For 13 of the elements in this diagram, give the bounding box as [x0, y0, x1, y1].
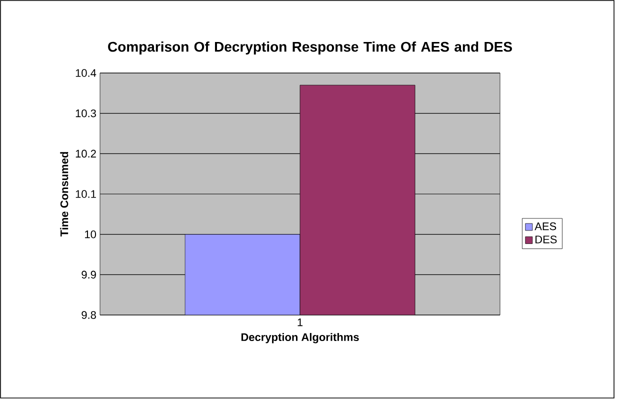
y-tick-label: 10.2	[76, 150, 96, 158]
y-axis-title: Time Consumed	[60, 152, 68, 237]
legend-label: AES	[534, 222, 556, 230]
legend-label: DES	[536, 236, 557, 244]
y-tick-label: 10	[85, 230, 96, 238]
y-tick-label: 10.1	[76, 190, 96, 198]
x-tick-label: 1	[298, 318, 303, 326]
y-tick-label: 9.8	[82, 311, 96, 319]
y-tick-label: 9.9	[82, 270, 96, 279]
x-axis-title: Decryption Algorithms	[241, 332, 359, 344]
chart-title: Comparison Of Decryption Response Time Of AES and DES	[108, 41, 512, 55]
y-tick-label: 10.3	[76, 109, 96, 118]
y-tick-label: 10.4	[76, 69, 96, 77]
